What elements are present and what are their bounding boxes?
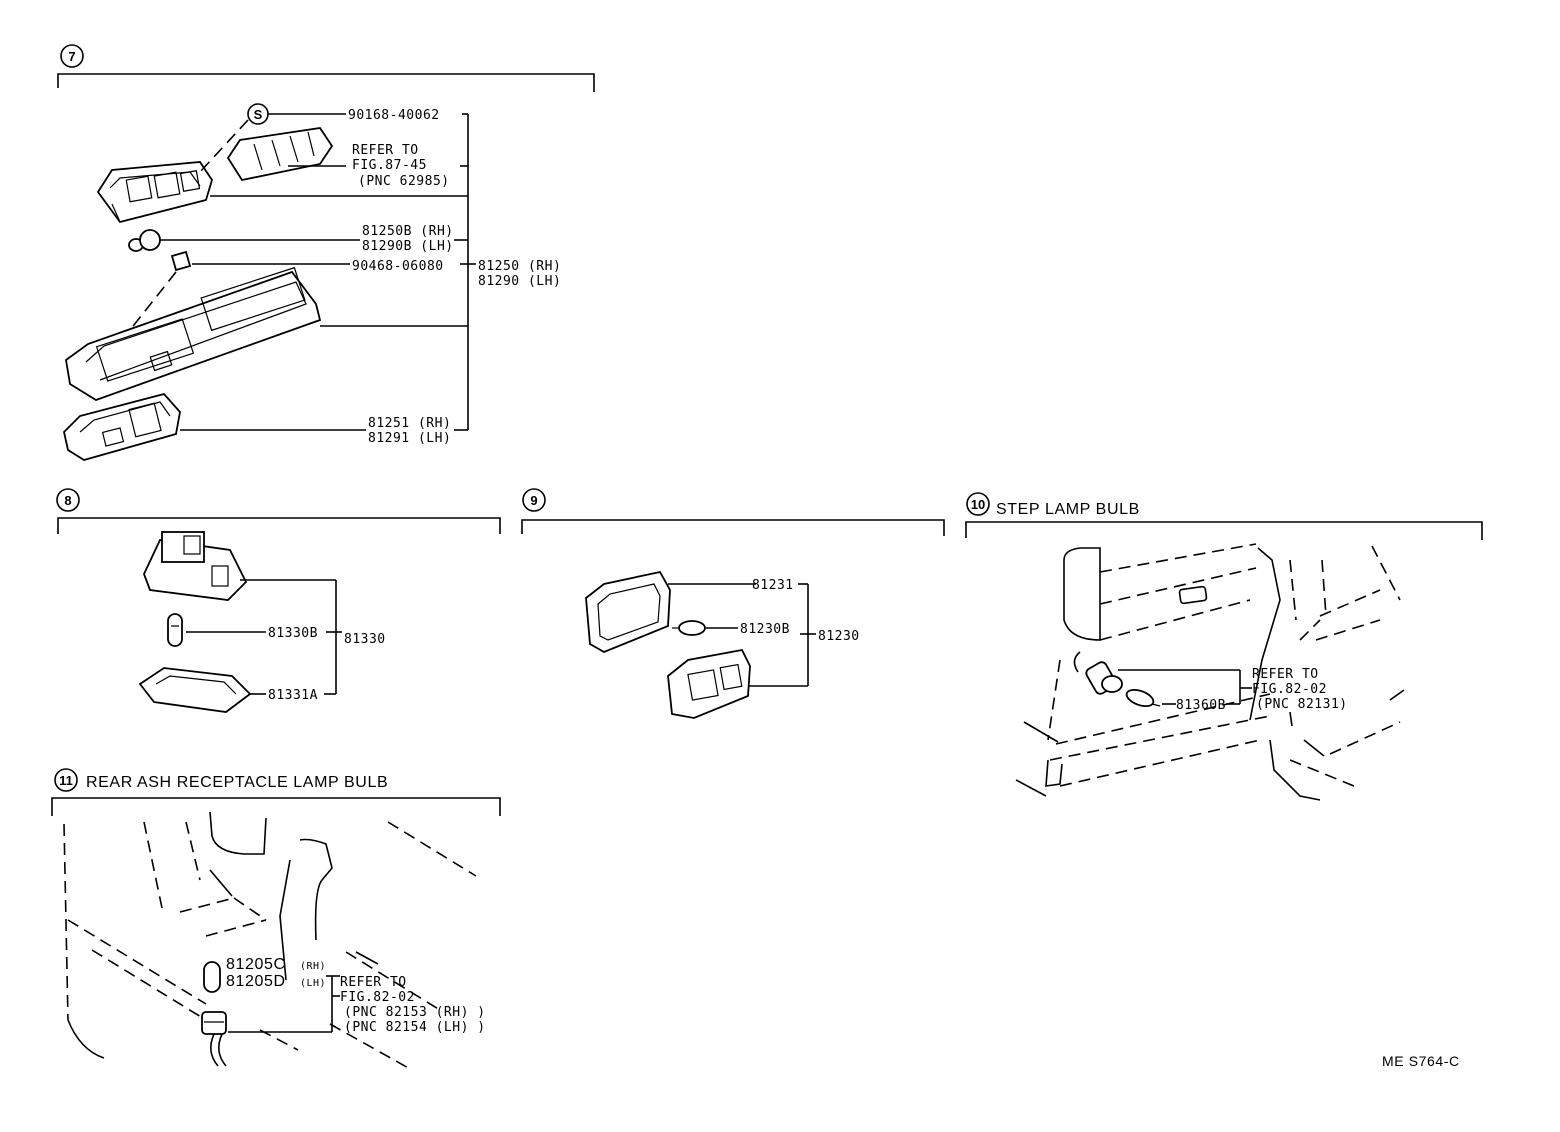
label-11-bulb-lh: 81205D bbox=[226, 973, 286, 990]
section-11: 11 REAR ASH RECEPTACLE LAMP BULB bbox=[51, 768, 501, 1071]
section-9-number: 9 bbox=[530, 493, 537, 508]
section-10-number: 10 bbox=[971, 497, 985, 512]
label-11-bulb-lh-side: (LH) bbox=[300, 978, 326, 989]
label-11-bulb-rh: 81205C bbox=[226, 956, 286, 973]
section-11-number: 11 bbox=[59, 773, 73, 788]
label-9-cover: 81231 bbox=[752, 578, 794, 593]
label-11-refer-1: REFER TO bbox=[340, 975, 407, 990]
clip-dash bbox=[129, 271, 177, 331]
label-10-refer-2: FIG.82-02 bbox=[1252, 682, 1327, 697]
lamp-housing bbox=[65, 266, 322, 401]
label-screw: 90168-40062 bbox=[348, 108, 440, 123]
section-7: 7 S bbox=[57, 44, 595, 461]
label-bulb-lh: 81290B (LH) bbox=[362, 239, 454, 254]
label-9-assy: 81230 bbox=[818, 629, 860, 644]
switch-knob bbox=[226, 127, 334, 182]
section-8: 8 81330B 81331A 81330 bbox=[56, 488, 501, 713]
bulb-9 bbox=[672, 620, 706, 636]
label-8-lens: 81331A bbox=[268, 688, 318, 703]
lens-8 bbox=[138, 667, 252, 713]
socket-11 bbox=[201, 1011, 227, 1067]
label-refer-2: FIG.87-45 bbox=[352, 158, 427, 173]
bulb-8 bbox=[167, 613, 183, 647]
section-11-bracket bbox=[51, 797, 501, 816]
label-lens-lh: 81291 (LH) bbox=[368, 431, 451, 446]
label-bulb-rh: 81250B (RH) bbox=[362, 224, 454, 239]
bulb-7 bbox=[128, 229, 161, 252]
section-7-badge bbox=[60, 44, 84, 68]
label-refer-3: (PNC 62985) bbox=[358, 174, 450, 189]
socket-10 bbox=[1073, 651, 1123, 695]
label-assy-lh: 81290 (LH) bbox=[478, 274, 561, 289]
section-8-number: 8 bbox=[64, 493, 71, 508]
section-8-badge bbox=[56, 488, 80, 512]
label-8-bulb: 81330B bbox=[268, 626, 318, 641]
lamp-8 bbox=[143, 531, 248, 601]
door-outline-10 bbox=[1015, 543, 1405, 801]
label-lens-rh: 81251 (RH) bbox=[368, 416, 451, 431]
bulb-10 bbox=[1125, 688, 1161, 708]
section-10-bracket bbox=[965, 521, 1483, 540]
label-10-bulb: 81360B bbox=[1176, 698, 1226, 713]
section-10-title: STEP LAMP BULB bbox=[996, 501, 1140, 518]
label-10-refer-3: (PNC 82131) bbox=[1256, 697, 1348, 712]
label-11-refer-2: FIG.82-02 bbox=[340, 990, 415, 1005]
section-11-title: REAR ASH RECEPTACLE LAMP BULB bbox=[86, 774, 388, 791]
label-clip: 90468-06080 bbox=[352, 259, 444, 274]
label-11-refer-4: (PNC 82154 (LH) ) bbox=[344, 1020, 486, 1035]
screw-dash bbox=[199, 119, 249, 173]
section-7-number: 7 bbox=[68, 49, 75, 64]
section-11-badge bbox=[54, 768, 78, 792]
clip-7 bbox=[170, 250, 192, 272]
section-10-badge bbox=[966, 492, 990, 516]
label-assy-rh: 81250 (RH) bbox=[478, 259, 561, 274]
switch-housing bbox=[96, 161, 213, 224]
console-outline-11 bbox=[63, 811, 477, 1071]
section-8-bracket bbox=[57, 517, 501, 534]
cover-9 bbox=[585, 570, 671, 653]
footer-code: ME S764-C bbox=[1382, 1053, 1460, 1069]
label-11-bulb-rh-side: (RH) bbox=[300, 961, 326, 972]
section-7-bracket bbox=[57, 73, 595, 92]
label-refer-1: REFER TO bbox=[352, 143, 419, 158]
section-9: 9 81231 81230B 81230 bbox=[521, 488, 945, 719]
section-9-bracket bbox=[521, 519, 945, 536]
lamp-lens bbox=[63, 392, 181, 461]
label-9-bulb: 81230B bbox=[740, 622, 790, 637]
section-9-badge bbox=[522, 488, 546, 512]
screw-symbol-letter: S bbox=[254, 107, 263, 122]
section-10: 10 STEP LAMP BULB bbox=[965, 492, 1483, 801]
label-10-refer-1: REFER TO bbox=[1252, 667, 1319, 682]
lamp-9 bbox=[667, 648, 751, 719]
label-8-assy: 81330 bbox=[344, 632, 386, 647]
bulb-11 bbox=[203, 961, 221, 993]
label-11-refer-3: (PNC 82153 (RH) ) bbox=[344, 1005, 486, 1020]
